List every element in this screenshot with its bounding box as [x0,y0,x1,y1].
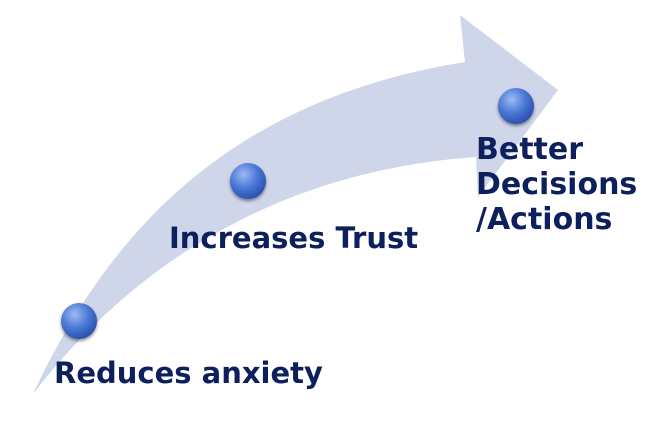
step-label-reduces-anxiety: Reduces anxiety [54,356,323,390]
step-label-better-decisions: Better Decisions /Actions [476,132,637,237]
step-marker-increases-trust [230,163,266,199]
step-label-line: Decisions [476,167,638,202]
step-label-increases-trust: Increases Trust [169,221,419,255]
progress-arrow [33,15,558,394]
step-label-line: Better [476,132,584,167]
step-marker-reduces-anxiety [61,303,97,339]
step-marker-better-decisions [498,88,534,124]
step-label-line: /Actions [476,202,613,237]
